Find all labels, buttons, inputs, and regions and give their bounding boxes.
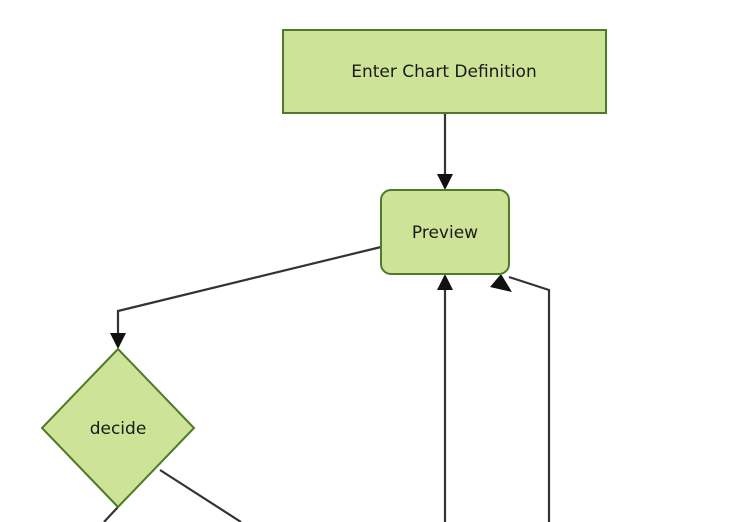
edge-decide-to-offscreen-left-line	[103, 506, 119, 522]
node-enter-chart-definition[interactable]: Enter Chart Definition	[282, 29, 607, 114]
edge-bottom-center-to-preview[interactable]	[437, 274, 453, 522]
node-layer: Enter Chart Definition Preview decide	[40, 29, 607, 509]
edge-bottom-right-to-preview-line	[508, 275, 551, 522]
node-preview-shape	[380, 189, 510, 275]
edge-layer	[103, 113, 551, 522]
edge-enter-to-preview[interactable]	[437, 113, 453, 190]
edge-bottom-right-to-preview-arrowhead	[490, 274, 512, 292]
edge-preview-to-decide[interactable]	[110, 245, 382, 349]
node-enter-chart-definition-shape	[282, 29, 607, 114]
edge-enter-to-preview-arrowhead	[437, 174, 453, 190]
edge-decide-to-offscreen-right-line	[159, 469, 242, 522]
node-preview[interactable]: Preview	[380, 189, 510, 275]
edge-preview-to-decide-line	[116, 245, 382, 341]
edge-bottom-center-to-preview-arrowhead	[437, 274, 453, 290]
edge-bottom-right-to-preview[interactable]	[490, 274, 551, 522]
edge-decide-to-offscreen-left[interactable]	[103, 506, 119, 522]
node-decide[interactable]: decide	[40, 347, 196, 509]
node-decide-shape	[40, 347, 196, 509]
edge-preview-to-decide-arrowhead	[110, 333, 126, 349]
edge-decide-to-offscreen-right[interactable]	[159, 469, 242, 522]
